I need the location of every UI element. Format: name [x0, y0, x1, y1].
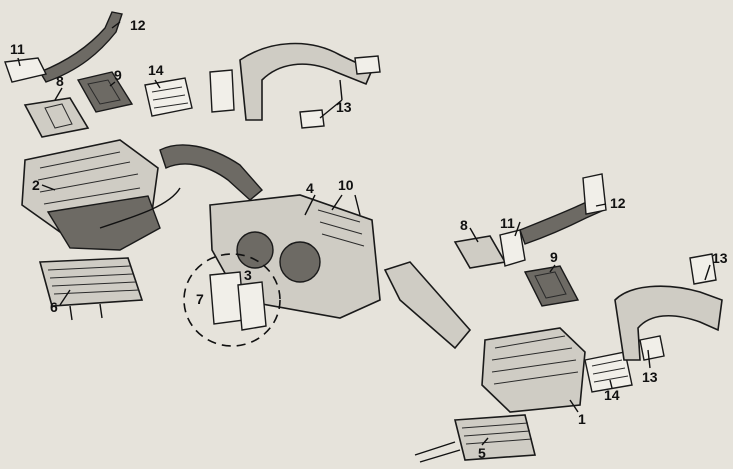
control-panel-left [144, 77, 193, 117]
duct-clip-left-a [209, 69, 235, 113]
callout-13-right-top: 13 [712, 250, 728, 266]
blower-fan-b [279, 241, 321, 283]
callout-12-left: 12 [130, 17, 146, 33]
leader-lines [17, 21, 711, 446]
callout-4: 4 [306, 180, 314, 196]
callout-2: 2 [32, 177, 40, 193]
callout-12-right: 12 [610, 195, 626, 211]
callout-5: 5 [478, 445, 486, 461]
callout-9-left: 9 [114, 67, 122, 83]
intake-duct-upper [159, 144, 264, 201]
callout-7: 7 [196, 291, 204, 307]
vent-nozzle-left [4, 57, 48, 83]
center-vent-left [76, 71, 134, 113]
heater-core-right [453, 414, 537, 461]
side-vent-left [23, 97, 90, 138]
callout-3: 3 [244, 267, 252, 283]
callout-11-left: 11 [10, 41, 25, 57]
duct-clip-right-a [689, 253, 717, 285]
callout-13-right-bottom: 13 [642, 369, 658, 385]
vent-nozzle-right [499, 229, 526, 267]
cabin-filter-b [237, 281, 267, 331]
heater-core-pipes-right [414, 441, 461, 463]
duct-clip-left-c [354, 55, 381, 75]
duct-clip-left-b [299, 109, 325, 129]
callout-10: 10 [338, 177, 354, 193]
callout-9-right: 9 [550, 249, 558, 265]
callout-6: 6 [50, 299, 58, 315]
center-vent-right [523, 265, 580, 307]
vent-clip-right [582, 173, 607, 215]
callout-8-right: 8 [460, 217, 468, 233]
callout-1: 1 [578, 411, 586, 427]
heater-housing-right [481, 327, 586, 413]
housing-cover-left [46, 195, 161, 251]
callout-13-left: 13 [336, 99, 352, 115]
callout-14-left: 14 [148, 62, 164, 78]
air-duct-hose-left [38, 11, 123, 83]
callout-11-right: 11 [500, 215, 515, 231]
windshield-duct-right [614, 285, 723, 361]
blower-fan-a [236, 231, 274, 269]
windshield-duct-left [239, 42, 374, 121]
curved-arrow-left [99, 187, 181, 229]
intake-duct-right [383, 261, 472, 350]
callout-14-right: 14 [604, 387, 620, 403]
filter-detail-circle [183, 253, 281, 347]
heater-core-pipes-left [69, 303, 103, 321]
duct-clip-right-b [639, 335, 665, 361]
callout-8-left: 8 [56, 73, 64, 89]
heater-core-left [38, 257, 144, 307]
side-vent-right [453, 235, 507, 269]
